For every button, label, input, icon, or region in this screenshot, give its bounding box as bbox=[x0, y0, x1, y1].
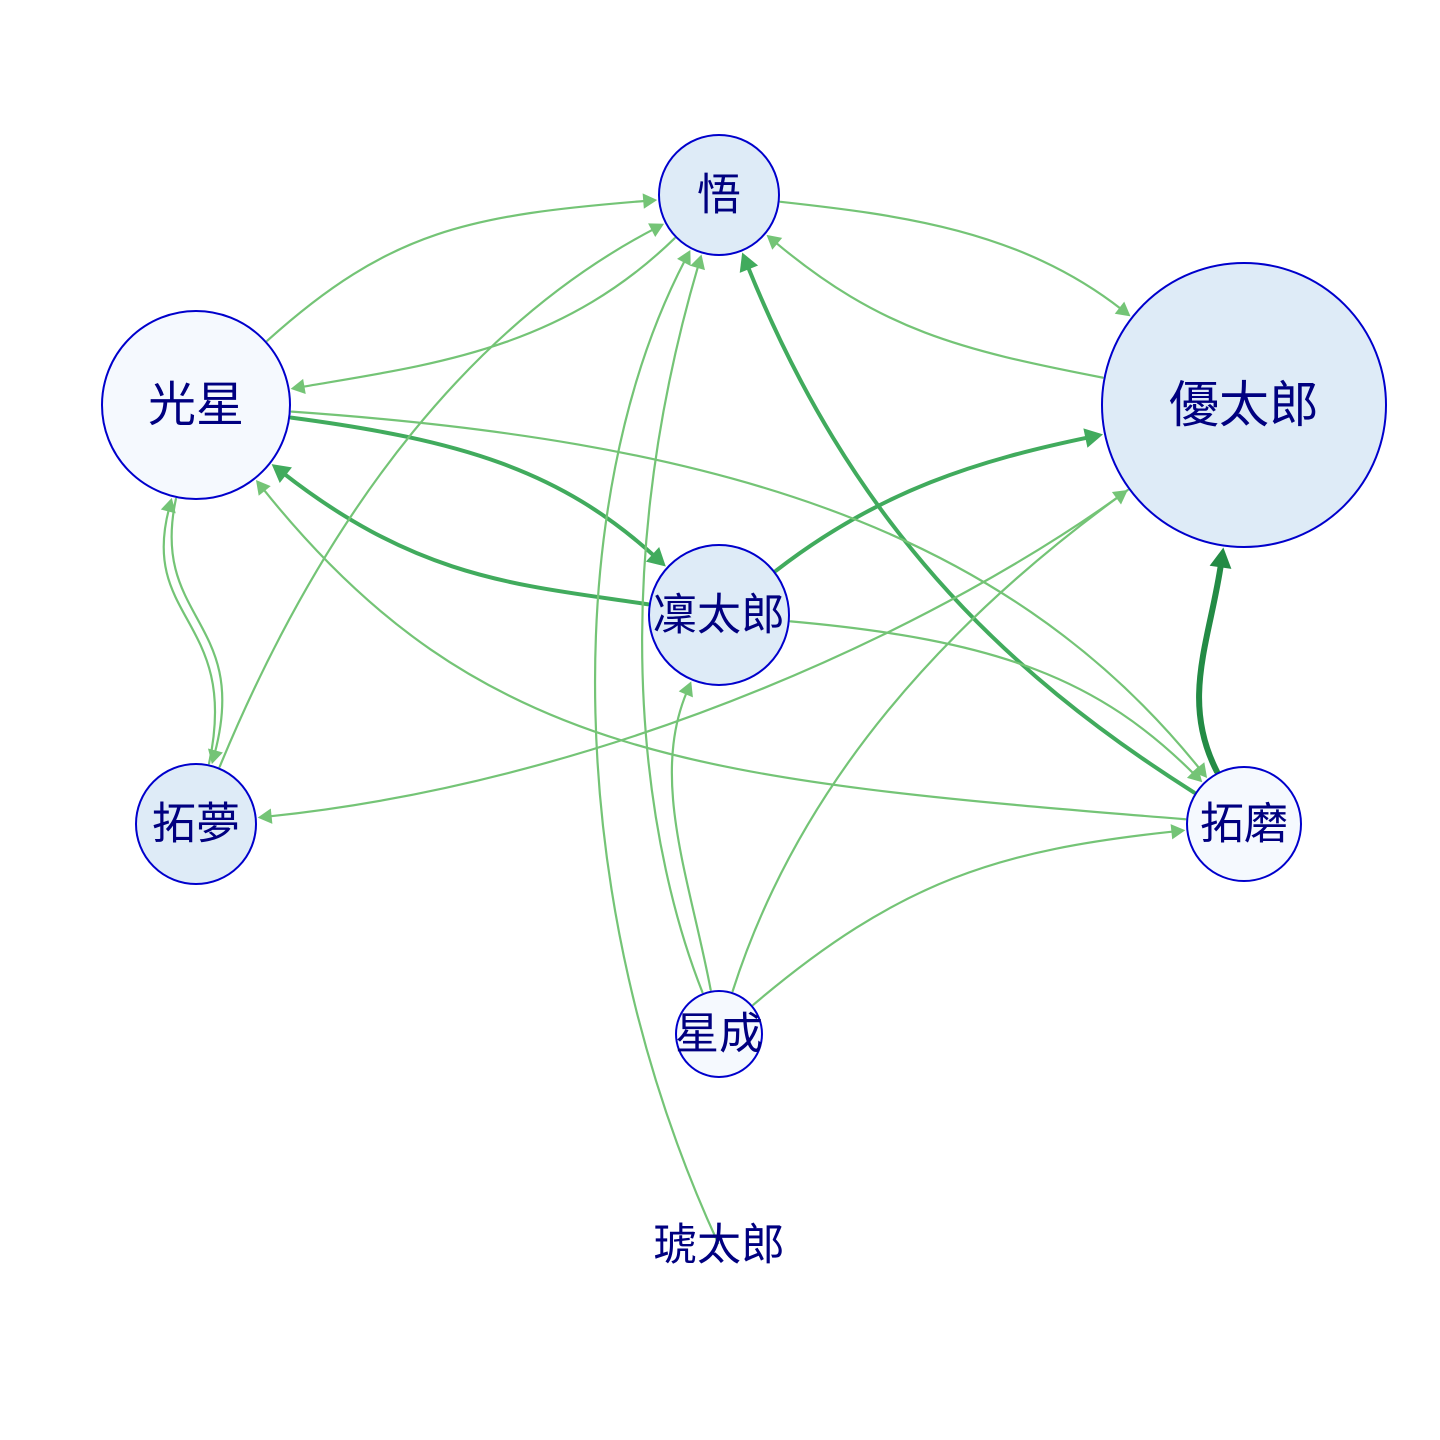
node-label-kotaro: 琥太郎 bbox=[653, 1220, 785, 1271]
node-satoru: 悟 bbox=[658, 134, 780, 256]
node-circle-rintaro bbox=[648, 544, 790, 686]
edge-seisei-to-takuma bbox=[752, 830, 1176, 1006]
node-label-takuma: 拓磨 bbox=[1200, 799, 1288, 850]
node-label-kosei: 光星 bbox=[148, 377, 244, 433]
node-circle-takuma bbox=[1186, 766, 1302, 882]
arrowhead-rintaro-to-takuma bbox=[1186, 766, 1203, 783]
node-seisei: 星成 bbox=[675, 990, 763, 1078]
node-circle-satoru bbox=[658, 134, 780, 256]
arrowhead-seisei-to-takuma bbox=[1170, 824, 1186, 840]
node-label-satoru: 悟 bbox=[697, 170, 741, 221]
node-label-rintaro: 凜太郎 bbox=[653, 590, 785, 641]
arrowhead-takumu-to-kosei bbox=[160, 497, 176, 514]
edge-yutaro-to-satoru bbox=[773, 240, 1104, 379]
arrowhead-kosei-to-rintaro bbox=[645, 547, 666, 567]
edge-seisei-to-yutaro bbox=[731, 495, 1120, 993]
arrowhead-satoru-to-kosei bbox=[290, 378, 306, 395]
edge-takumu-to-kosei bbox=[162, 507, 217, 765]
edge-seisei-to-rintaro bbox=[670, 690, 712, 991]
arrowhead-seisei-to-yutaro bbox=[1111, 490, 1128, 505]
arrowhead-takuma-to-yutaro bbox=[1209, 547, 1232, 569]
arrowhead-satoru-to-yutaro bbox=[1114, 301, 1131, 317]
node-label-seisei: 星成 bbox=[675, 1009, 763, 1060]
edge-takuma-to-yutaro bbox=[1196, 560, 1225, 775]
edge-kotaro-to-satoru bbox=[594, 258, 720, 1245]
arrowhead-seisei-to-satoru bbox=[690, 254, 705, 271]
node-circle-kosei bbox=[101, 310, 291, 500]
node-takumu: 拓夢 bbox=[135, 763, 257, 885]
node-circle-yutaro bbox=[1101, 262, 1387, 548]
node-kotaro: 琥太郎 bbox=[653, 1220, 785, 1271]
edge-kosei-to-satoru bbox=[266, 199, 648, 342]
edge-kosei-to-takuma bbox=[290, 410, 1202, 771]
node-yutaro: 優太郎 bbox=[1101, 262, 1387, 548]
arrowhead-seisei-to-rintaro bbox=[678, 681, 693, 698]
arrowhead-takumu-to-satoru bbox=[648, 223, 665, 238]
edge-takuma-to-satoru bbox=[745, 263, 1197, 795]
node-kosei: 光星 bbox=[101, 310, 291, 500]
arrowhead-kosei-to-satoru bbox=[642, 193, 658, 209]
edge-takumu-to-satoru bbox=[218, 227, 656, 768]
node-takuma: 拓磨 bbox=[1186, 766, 1302, 882]
edge-kosei-to-takumu bbox=[170, 497, 224, 755]
arrowhead-takuma-to-kosei bbox=[255, 479, 271, 496]
node-circle-takumu bbox=[135, 763, 257, 885]
edge-rintaro-to-takuma bbox=[789, 620, 1196, 776]
arrowhead-yutaro-to-takumu bbox=[257, 808, 273, 824]
arrowhead-takuma-to-satoru bbox=[739, 252, 759, 273]
arrowhead-yutaro-to-satoru bbox=[766, 234, 783, 250]
edge-takuma-to-kosei bbox=[261, 487, 1187, 821]
arrowhead-kotaro-to-satoru bbox=[677, 249, 691, 266]
edge-satoru-to-yutaro bbox=[779, 200, 1123, 311]
arrowhead-kosei-to-takuma bbox=[1192, 762, 1208, 778]
edge-rintaro-to-yutaro bbox=[773, 435, 1091, 573]
arrowhead-rintaro-to-kosei bbox=[271, 464, 292, 483]
node-rintaro: 凜太郎 bbox=[648, 544, 790, 686]
node-label-takumu: 拓夢 bbox=[152, 799, 240, 850]
arrowhead-rintaro-to-yutaro bbox=[1083, 428, 1104, 448]
edge-kosei-to-rintaro bbox=[289, 415, 658, 559]
edges-layer bbox=[160, 193, 1232, 1245]
node-label-yutaro: 優太郎 bbox=[1169, 376, 1319, 434]
edge-seisei-to-satoru bbox=[641, 264, 704, 994]
node-circle-seisei bbox=[675, 990, 763, 1078]
edge-satoru-to-kosei bbox=[300, 237, 676, 389]
edge-yutaro-to-takumu bbox=[267, 488, 1129, 818]
